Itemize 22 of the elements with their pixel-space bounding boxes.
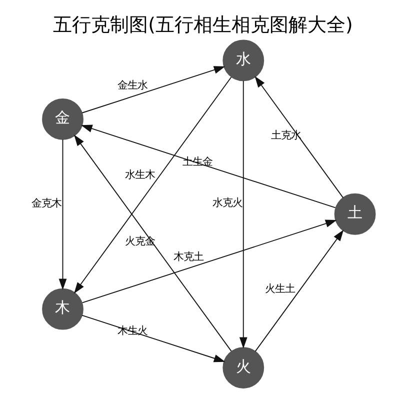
arrow <box>80 124 336 208</box>
arrow <box>74 134 232 352</box>
node-circle: 木 <box>42 288 84 330</box>
node-circle: 水 <box>222 40 264 82</box>
arrow <box>82 314 226 362</box>
node-circle: 金 <box>42 98 84 140</box>
arrow <box>82 220 337 304</box>
edge-label: 木克土 <box>173 251 204 264</box>
edge-label: 水克火 <box>212 197 242 210</box>
edge-label: 金生水 <box>117 79 148 92</box>
arrow <box>82 66 226 114</box>
edge-label: 水生木 <box>124 168 155 181</box>
node-circle: 火 <box>222 347 264 388</box>
arrow <box>239 80 248 349</box>
arrow <box>58 139 67 290</box>
edge-label: 火生土 <box>265 283 296 296</box>
arrow <box>74 76 232 294</box>
edge-label: 金克木 <box>32 197 62 210</box>
arrow <box>254 76 344 198</box>
node-circle: 土 <box>334 193 376 235</box>
diagram-title: 五行克制图(五行相生相克图解大全) <box>53 14 353 36</box>
arrow <box>254 230 344 352</box>
